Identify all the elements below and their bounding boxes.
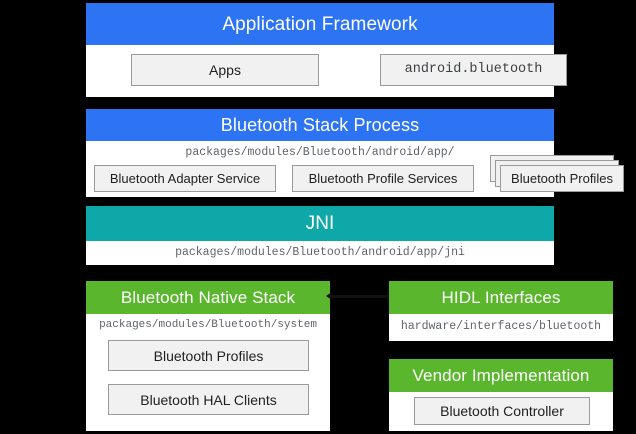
bluetooth-hal-clients-box[interactable]: Bluetooth HAL Clients: [108, 384, 309, 415]
bluetooth-stack-process-body: packages/modules/Bluetooth/android/app/ …: [86, 141, 624, 197]
native-bluetooth-profiles-box[interactable]: Bluetooth Profiles: [108, 340, 309, 371]
hidl-interfaces-block: HIDL Interfaces hardware/interfaces/blue…: [388, 280, 614, 342]
bluetooth-native-stack-header: Bluetooth Native Stack: [86, 281, 330, 314]
application-framework-body: Apps android.bluetooth: [86, 45, 567, 97]
bluetooth-profiles-stack-card-front[interactable]: Bluetooth Profiles: [500, 165, 624, 192]
jni-path-label: packages/modules/Bluetooth/android/app/j…: [175, 246, 465, 259]
hidl-interfaces-header: HIDL Interfaces: [389, 281, 613, 314]
jni-body: packages/modules/Bluetooth/android/app/j…: [86, 241, 554, 265]
native-stack-path-label: packages/modules/Bluetooth/system: [99, 319, 317, 331]
bluetooth-stack-process-block: Bluetooth Stack Process packages/modules…: [85, 108, 624, 198]
bluetooth-profile-services-box[interactable]: Bluetooth Profile Services: [292, 165, 474, 192]
apps-box[interactable]: Apps: [131, 54, 319, 86]
bluetooth-adapter-service-box[interactable]: Bluetooth Adapter Service: [94, 165, 276, 192]
hidl-interfaces-path-label: hardware/interfaces/bluetooth: [400, 320, 602, 333]
jni-block: JNI packages/modules/Bluetooth/android/a…: [85, 205, 555, 266]
bluetooth-profiles-stack-group: Bluetooth Profiles: [490, 155, 624, 195]
bluetooth-native-stack-block: Bluetooth Native Stack packages/modules/…: [85, 280, 331, 432]
application-framework-header: Application Framework: [86, 3, 554, 45]
bluetooth-stack-process-header: Bluetooth Stack Process: [86, 109, 554, 141]
vendor-implementation-block: Vendor Implementation Bluetooth Controll…: [388, 358, 614, 432]
native-stack-to-hidl-connector-arrow: [326, 292, 393, 300]
vendor-implementation-header: Vendor Implementation: [389, 359, 613, 392]
vendor-implementation-body: Bluetooth Controller: [389, 392, 613, 431]
stack-process-path-label: packages/modules/Bluetooth/android/app/: [185, 146, 455, 159]
application-framework-block: Application Framework Apps android.bluet…: [85, 2, 567, 98]
android-bluetooth-api-box[interactable]: android.bluetooth: [380, 54, 567, 86]
jni-header: JNI: [86, 206, 554, 241]
hidl-interfaces-body: hardware/interfaces/bluetooth: [389, 314, 613, 341]
bluetooth-controller-box[interactable]: Bluetooth Controller: [414, 397, 590, 425]
bluetooth-native-stack-body: packages/modules/Bluetooth/system Blueto…: [86, 314, 330, 431]
